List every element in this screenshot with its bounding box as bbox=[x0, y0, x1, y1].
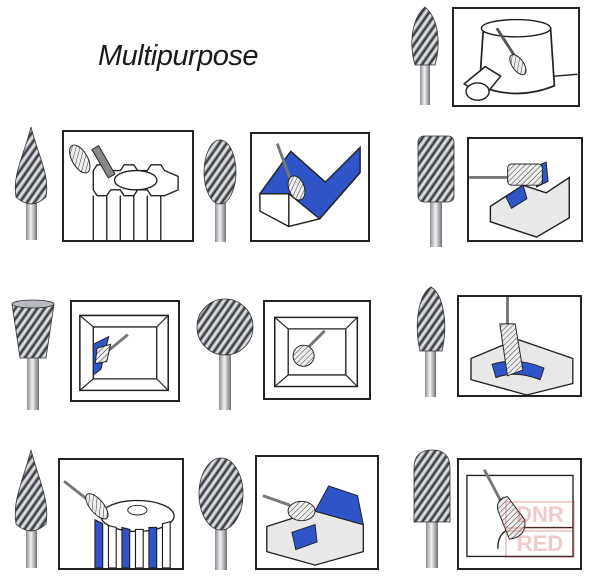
cylinder-deburring-scene bbox=[452, 7, 580, 107]
inverted-cone-burr-icon bbox=[8, 298, 58, 410]
watermark-logo: DNR RED bbox=[505, 500, 575, 558]
oval-burr-2-icon bbox=[195, 452, 247, 570]
watermark-line-1: DNR bbox=[505, 501, 575, 529]
gear-teeth-blue-scene bbox=[58, 458, 184, 570]
tree-pointed-burr-icon bbox=[8, 125, 54, 240]
flame-burr-icon bbox=[405, 5, 445, 105]
round-nose-cylinder-burr-icon bbox=[408, 448, 456, 568]
flame-burr-2-icon bbox=[410, 285, 452, 397]
frame-inner-corner-scene bbox=[70, 300, 180, 402]
watermark-line-2: RED bbox=[505, 530, 575, 558]
gear-teeth-scene bbox=[62, 130, 194, 242]
corner-blue-plate-scene bbox=[250, 132, 370, 242]
slot-blue-step-scene bbox=[255, 455, 379, 570]
radius-deburring-scene bbox=[457, 458, 582, 570]
slot-blue-block-scene bbox=[467, 137, 583, 242]
oval-burr-icon bbox=[198, 132, 242, 242]
tree-pointed-burr-2-icon bbox=[8, 448, 54, 568]
page-title: Multipurpose bbox=[98, 40, 259, 72]
ball-burr-icon bbox=[195, 295, 255, 410]
cylinder-burr-icon bbox=[412, 132, 460, 247]
groove-blue-channel-scene bbox=[457, 295, 582, 397]
frame-ball-corner-scene bbox=[263, 300, 371, 400]
